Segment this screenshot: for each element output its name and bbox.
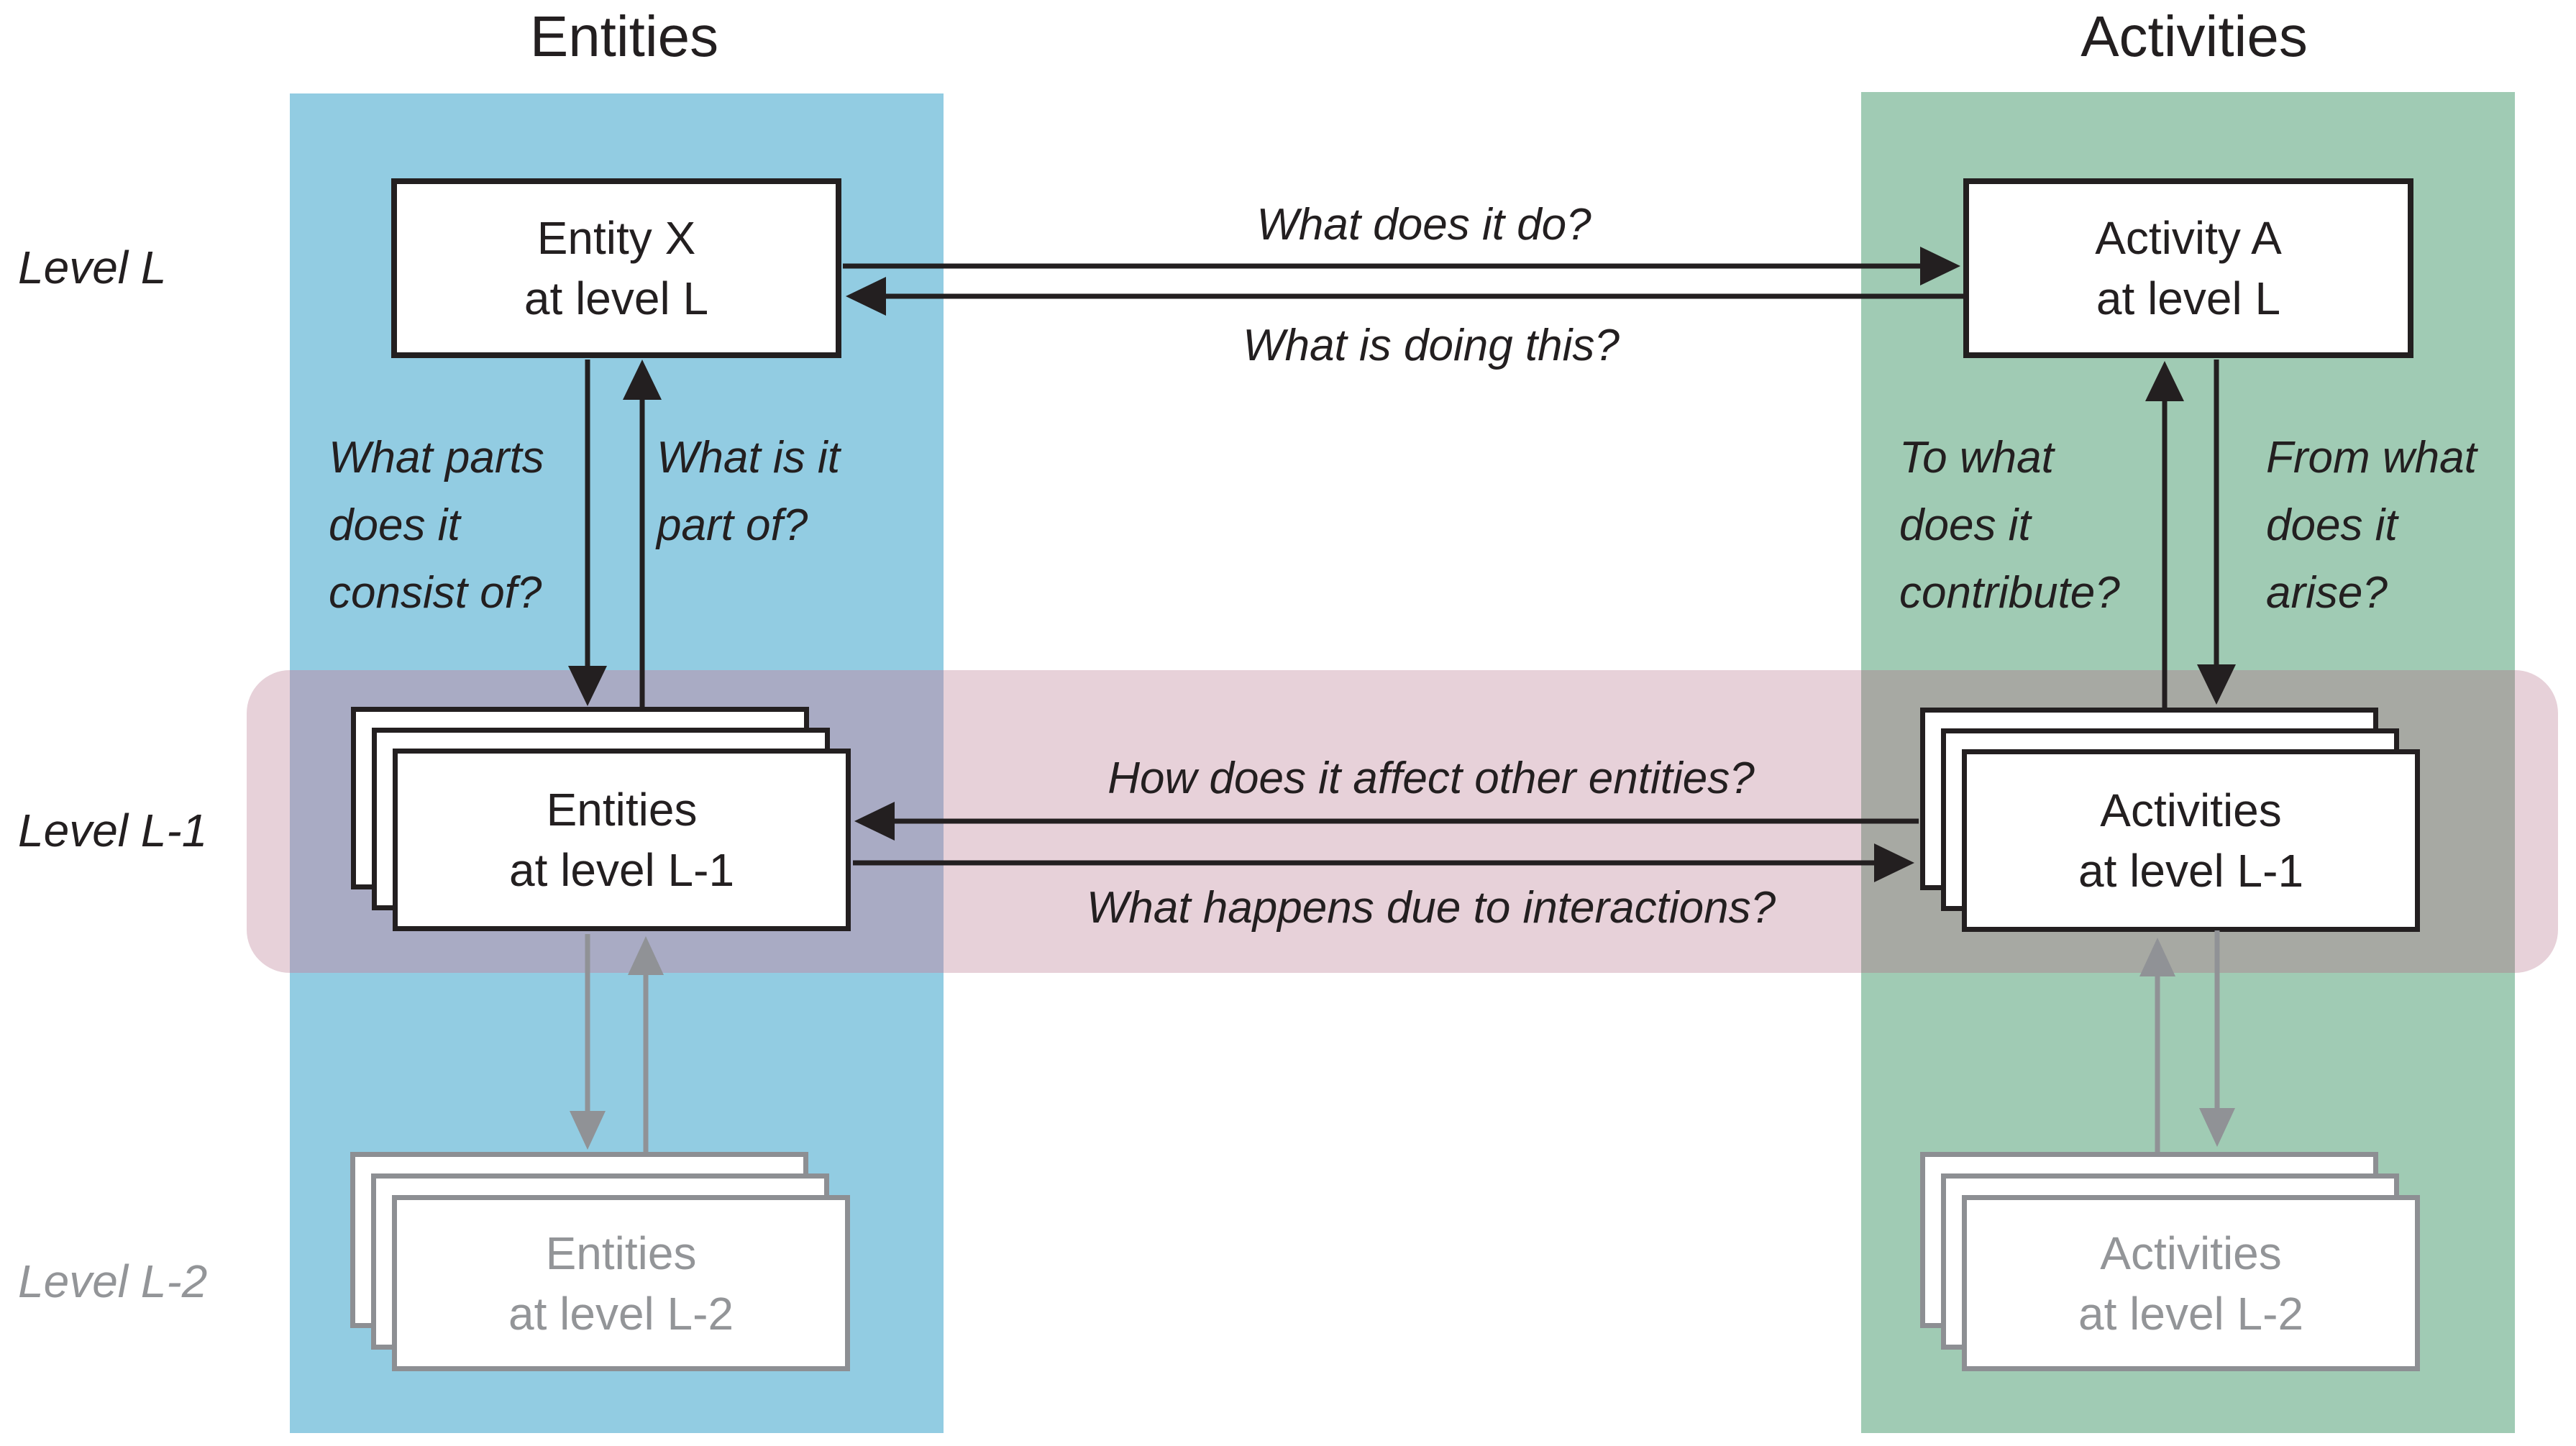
arrow-interactions-head-right-icon	[1874, 843, 1914, 882]
question-what-does-it-do: What does it do?	[1256, 200, 1591, 250]
question-what-parts-line1: What parts	[329, 433, 544, 482]
question-what-parts: What parts does it consist of?	[329, 424, 544, 627]
arrow-consist-of-head-down-icon	[568, 666, 607, 706]
question-part-of-line1: What is it	[657, 433, 840, 482]
arrow-part-of-head-up-icon	[623, 360, 662, 400]
question-from-what-line2: does it	[2266, 500, 2398, 550]
question-to-what-line3: contribute?	[1899, 568, 2120, 618]
question-to-what-line1: To what	[1899, 433, 2054, 482]
level-l2-label: Level L-2	[18, 1255, 208, 1307]
entities-l1-line2: at level L-1	[508, 844, 735, 896]
question-from-what: From what does it arise?	[2266, 424, 2477, 627]
activity-a-box: Activity A at level L	[1963, 178, 2413, 358]
entities-l1-line1: Entities	[546, 784, 698, 836]
question-what-parts-line2: does it	[329, 500, 460, 550]
arrow-activity-to-entity-head-left-icon	[846, 277, 886, 316]
activity-a-line2: at level L	[2096, 273, 2281, 324]
arrow-activities-l2-up-head-icon	[2139, 938, 2175, 976]
level-l1-label: Level L-1	[18, 805, 208, 856]
arrow-entity-to-activity-head-right-icon	[1920, 247, 1960, 285]
activities-l2-line1: Activities	[2100, 1227, 2282, 1279]
question-what-is-doing-this: What is doing this?	[1243, 321, 1620, 370]
arrow-entities-l2-up-head-icon	[628, 936, 664, 975]
entity-x-line1: Entity X	[536, 212, 696, 264]
question-what-happens: What happens due to interactions?	[1086, 883, 1776, 933]
arrow-affect-entities-head-left-icon	[854, 802, 895, 841]
arrow-contribute-head-up-icon	[2145, 361, 2184, 401]
entities-l2-line1: Entities	[545, 1227, 697, 1279]
level-l-label: Level L	[18, 242, 167, 293]
question-what-parts-line3: consist of?	[329, 568, 542, 618]
question-to-what-line2: does it	[1899, 500, 2031, 550]
arrow-entities-l2-down-head-icon	[570, 1111, 606, 1150]
entity-x-line2: at level L	[524, 273, 709, 324]
activity-a-line1: Activity A	[2095, 212, 2282, 264]
entities-l2-line2: at level L-2	[508, 1287, 734, 1340]
entities-l2-card-front: Entities at level L-2	[392, 1195, 850, 1371]
question-part-of: What is it part of?	[657, 424, 840, 559]
activities-l1-line2: at level L-1	[2078, 845, 2304, 897]
activities-l1-line1: Activities	[2100, 784, 2282, 836]
activities-l2-card-front: Activities at level L-2	[1962, 1195, 2420, 1371]
entity-x-box: Entity X at level L	[391, 178, 841, 358]
entities-heading: Entities	[529, 4, 719, 68]
activities-heading: Activities	[2081, 4, 2308, 68]
question-from-what-line3: arise?	[2266, 568, 2388, 618]
question-from-what-line1: From what	[2266, 433, 2477, 482]
activities-l1-card-front: Activities at level L-1	[1962, 749, 2420, 932]
arrow-activities-l2-down-head-icon	[2199, 1108, 2235, 1147]
entities-l1-card-front: Entities at level L-1	[393, 749, 851, 931]
arrow-arise-head-down-icon	[2197, 664, 2236, 705]
question-part-of-line2: part of?	[657, 500, 808, 550]
question-to-what: To what does it contribute?	[1899, 424, 2120, 627]
question-how-affect: How does it affect other entities?	[1107, 754, 1755, 803]
activities-l2-line2: at level L-2	[2078, 1287, 2304, 1340]
